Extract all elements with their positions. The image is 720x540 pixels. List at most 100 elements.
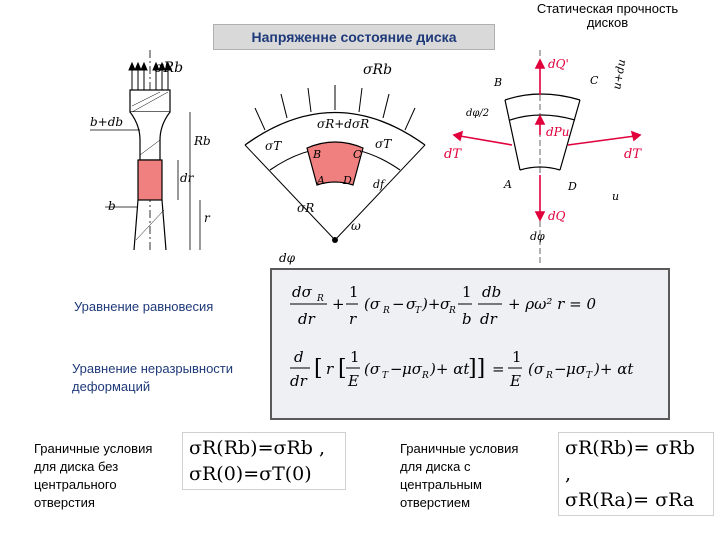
bc-with-hole-formula-line2: σR(Ra)= σRa <box>565 489 695 511</box>
svg-text:μσ: μσ <box>402 360 423 378</box>
section-title: Статическая прочность дисков <box>505 2 710 30</box>
svg-text:)+ αt: )+ αt <box>429 360 470 378</box>
label-a-right: A <box>503 178 512 191</box>
svg-text:[: [ <box>338 356 347 381</box>
label-a-mid: A <box>316 174 325 187</box>
svg-text:σ: σ <box>440 295 451 313</box>
label-d-right: D <box>567 180 577 193</box>
svg-text:−: − <box>554 360 567 378</box>
bc-no-hole-formula-line1: σR(Rb)=σRb , <box>189 437 326 459</box>
label-sigma-rb: σRb <box>154 60 183 76</box>
svg-text:dσ: dσ <box>292 283 313 301</box>
svg-text:(σ: (σ <box>364 360 381 378</box>
svg-text:r: r <box>326 360 334 378</box>
svg-text:)+: )+ <box>421 295 440 313</box>
label-dq: dQ <box>548 209 566 223</box>
svg-text:1: 1 <box>349 283 359 301</box>
label-sigma-r-dsigma: σR+dσR <box>317 117 369 131</box>
bc-no-hole-label-line: отверстия <box>34 495 95 510</box>
svg-text:μσ: μσ <box>566 360 587 378</box>
label-dt-left: dT <box>444 147 462 162</box>
svg-text:=: = <box>492 360 505 378</box>
svg-text:+: + <box>332 295 345 313</box>
bc-no-hole-label-line: центрального <box>34 477 117 492</box>
svg-text:T: T <box>382 371 389 381</box>
bc-with-hole-label: Граничные условия для диска с центральны… <box>400 440 518 512</box>
label-b: b <box>108 199 116 213</box>
bc-no-hole-label: Граничные условия для диска без централь… <box>34 440 152 512</box>
label-u-du: u+du <box>610 58 628 90</box>
label-dt-right: dT <box>624 147 642 162</box>
label-dphi-right: dφ <box>530 230 545 243</box>
svg-text:(σ: (σ <box>528 360 545 378</box>
label-dpu: dPu <box>546 125 569 139</box>
label-r: r <box>204 211 211 225</box>
label-sigma-t-right: σT <box>375 137 392 151</box>
label-dr: dr <box>180 171 195 185</box>
bc-no-hole-label-line: для диска без <box>34 459 119 474</box>
label-omega: ω <box>351 219 361 233</box>
disk-element-highlight <box>137 159 163 201</box>
svg-text:dr: dr <box>298 310 316 328</box>
label-sigma-t-left: σT <box>265 139 282 153</box>
label-c-right: C <box>590 74 599 87</box>
svg-text:(σ: (σ <box>364 295 381 313</box>
section-title-line2: дисков <box>586 15 629 30</box>
section-title-line1: Статическая прочность <box>536 1 679 16</box>
bc-no-hole-label-line: Граничные условия <box>34 441 153 456</box>
bc-with-hole-label-line: Граничные условия <box>400 441 519 456</box>
slide-title: Напряженне состояние диска <box>213 24 495 50</box>
svg-text:d: d <box>294 348 304 366</box>
svg-text:R: R <box>421 371 429 381</box>
bc-no-hole-formula: σR(Rb)=σRb , σR(0)=σT(0) <box>182 432 346 490</box>
label-df: df <box>373 178 386 191</box>
bc-no-hole-formula-line2: σR(0)=σT(0) <box>189 463 312 485</box>
element-forces-figure: dQ' u+du B C dφ/2 dPu dT dT A D u dQ dφ <box>444 50 642 265</box>
svg-text:]]: ]] <box>468 356 485 381</box>
bc-with-hole-label-line: для диска с <box>400 459 471 474</box>
label-sigma-r-mid: σR <box>297 201 314 215</box>
svg-text:1: 1 <box>350 348 360 366</box>
svg-text:1: 1 <box>462 283 472 301</box>
bc-with-hole-formula: σR(Rb)= σRb , σR(Ra)= σRa <box>558 432 714 516</box>
label-b-mid: B <box>312 148 321 161</box>
svg-text:dr: dr <box>290 372 308 390</box>
label-b-db: b+db <box>90 115 123 129</box>
svg-text:−: − <box>390 360 403 378</box>
label-d-mid: D <box>342 174 352 187</box>
svg-text:)+ αt: )+ αt <box>593 360 634 378</box>
svg-text:+ ρω² r = 0: + ρω² r = 0 <box>508 295 596 313</box>
continuity-label-line2: деформаций <box>72 379 151 394</box>
disk-sector-figure: σRb σR+dσR σT σT B C A D σR df ω dφ <box>244 62 426 265</box>
bc-with-hole-label-line: отверстием <box>400 495 471 510</box>
label-u: u <box>612 190 619 203</box>
label-sigma-rb-mid: σRb <box>363 62 392 78</box>
label-dphi-mid: dφ <box>279 251 296 265</box>
svg-text:r: r <box>349 310 357 328</box>
svg-text:−: − <box>392 295 405 313</box>
sector-element <box>306 141 364 186</box>
equilibrium-label: Уравнение равновесия <box>74 299 214 314</box>
continuity-label: Уравнение неразрывности деформаций <box>72 360 233 396</box>
svg-text:db: db <box>482 283 501 301</box>
label-dphi-half: dφ/2 <box>466 108 489 119</box>
svg-text:E: E <box>509 372 521 390</box>
svg-text:R: R <box>545 371 553 381</box>
label-c-mid: C <box>353 148 362 161</box>
label-b-right: B <box>493 76 502 89</box>
svg-text:R: R <box>448 306 456 316</box>
label-rb: Rb <box>193 134 211 148</box>
disk-section-figure: σRb b+db Rb dr b r <box>90 50 211 250</box>
svg-text:1: 1 <box>512 348 522 366</box>
svg-text:[: [ <box>314 356 323 381</box>
svg-text:T: T <box>415 306 422 316</box>
svg-text:R: R <box>382 306 390 316</box>
svg-text:dr: dr <box>480 310 498 328</box>
svg-text:b: b <box>462 310 472 328</box>
label-dq-prime: dQ' <box>548 57 569 71</box>
bc-with-hole-formula-line1: σR(Rb)= σRb , <box>565 437 695 485</box>
